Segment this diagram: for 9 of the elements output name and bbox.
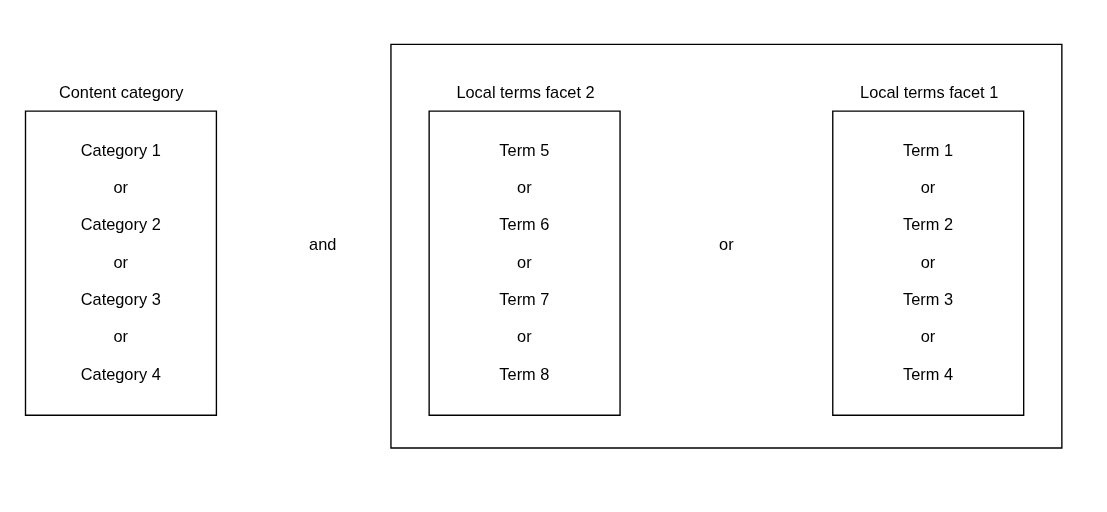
node-box: Term 1 or Term 2 or Term 3 or Term 4 [832, 110, 1025, 416]
node-label: Content category [58, 83, 184, 102]
label: or [719, 235, 734, 254]
node-box: Term 5 or Term 6 or Term 7 or Term 8 [428, 110, 621, 416]
label: and [309, 235, 337, 254]
node-label: Local terms facet 1 [860, 83, 999, 102]
node-box: Category 1 or Category 2 or Category 3 or Category 4 [24, 110, 218, 416]
cluster [390, 43, 1063, 449]
node-label: Local terms facet 2 [456, 83, 595, 102]
